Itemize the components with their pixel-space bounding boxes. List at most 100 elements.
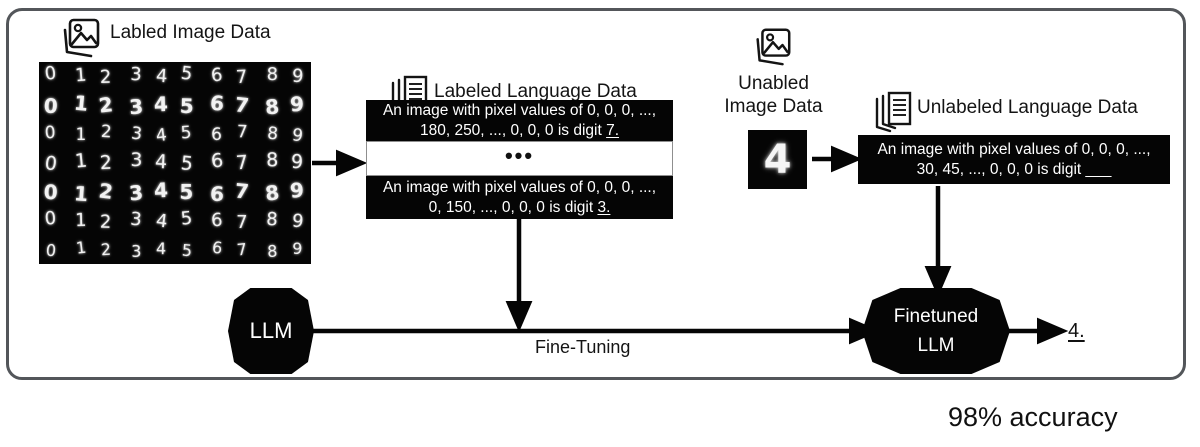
mnist-cell: 2 (98, 178, 115, 204)
mnist-digit: 1 (73, 150, 88, 174)
accuracy-text: 98% accuracy (948, 402, 1118, 432)
mnist-digit: 2 (97, 92, 115, 119)
mnist-digit: 6 (210, 209, 224, 231)
mnist-cell: 9 (292, 240, 302, 258)
mnist-digit: 5 (179, 93, 194, 119)
mnist-digit: 5 (180, 122, 193, 144)
mnist-cell: 7 (236, 67, 248, 89)
mnist-cell: 8 (265, 241, 278, 261)
mnist-cell: 5 (179, 207, 194, 230)
mnist-cell: 3 (127, 180, 145, 206)
labeled-language-caption: Labeled Language Data (434, 81, 637, 102)
mnist-digit: 7 (236, 121, 248, 142)
mnist-cell: 1 (74, 65, 88, 87)
mnist-cell: 0 (44, 122, 58, 143)
unlabeled-digit-tile: 4 (748, 130, 807, 189)
mnist-cell: 1 (74, 124, 87, 145)
mnist-digit: 0 (43, 207, 57, 230)
mnist-digit: 7 (233, 92, 251, 119)
mnist-digit: 8 (266, 123, 279, 144)
mnist-digit: 3 (131, 241, 142, 261)
mnist-cell: 9 (291, 66, 304, 88)
mnist-cell: 7 (235, 239, 248, 260)
llm-node-label: LLM (249, 317, 293, 343)
labeled-sample-ellipsis: ••• (366, 141, 673, 176)
mnist-digit: 9 (291, 151, 304, 174)
mnist-digit: 1 (72, 90, 89, 117)
mnist-digit: 8 (266, 149, 279, 172)
mnist-cell: 9 (291, 125, 304, 146)
mnist-digit: 8 (266, 208, 279, 231)
mnist-digit: 5 (179, 152, 194, 176)
mnist-cell: 0 (43, 63, 58, 86)
mnist-digit: 8 (266, 241, 278, 261)
finetuned-llm-label-line2: LLM (917, 335, 955, 356)
mnist-cell: 5 (179, 93, 196, 119)
mnist-cell: 4 (154, 124, 168, 147)
mnist-digit: 3 (130, 123, 143, 145)
mnist-cell: 6 (209, 149, 225, 174)
mnist-digit: 1 (74, 65, 88, 87)
labeled-sample-top-line2: 180, 250, ..., 0, 0, 0 is digit (419, 121, 607, 139)
finetuning-label: Fine-Tuning (535, 337, 631, 357)
mnist-digit: 3 (128, 180, 145, 206)
mnist-digit: 0 (43, 63, 58, 86)
mnist-cell: 9 (291, 151, 304, 174)
finetuned-llm-node: Finetuned LLM (862, 288, 1010, 374)
mnist-digit: 1 (75, 124, 87, 145)
mnist-cell: 9 (291, 210, 304, 232)
mnist-digit: 3 (130, 149, 143, 172)
mnist-digit: 5 (179, 207, 194, 230)
mnist-digit: 9 (289, 177, 306, 203)
mnist-cell: 1 (73, 181, 89, 207)
mnist-digit: 4 (154, 151, 168, 174)
labeled-sample-bottom-line1: An image with pixel values of 0, 0, 0, .… (382, 178, 657, 196)
mnist-cell: 9 (290, 92, 305, 117)
mnist-digit: 5 (179, 63, 194, 86)
mnist-digit: 1 (73, 181, 89, 207)
mnist-cell: 8 (263, 94, 280, 119)
mnist-cell: 7 (234, 178, 250, 203)
mnist-digit: 5 (179, 179, 194, 204)
mnist-cell: 5 (180, 122, 194, 144)
labeled-sample-bottom: An image with pixel values of 0, 0, 0, .… (366, 176, 673, 219)
mnist-cell: 8 (264, 66, 278, 85)
mnist-cell: 8 (264, 149, 279, 172)
mnist-digit: 6 (209, 149, 225, 174)
mnist-cell: 6 (210, 209, 224, 231)
mnist-digit: 4 (156, 238, 167, 258)
mnist-digit: 3 (128, 94, 145, 120)
finetuned-llm-label-line1: Finetuned (893, 305, 979, 327)
mnist-digit: 2 (99, 211, 112, 233)
unlabeled-digit-value: 4 (763, 136, 792, 183)
mnist-cell: 5 (179, 63, 194, 86)
mnist-digit: 9 (291, 66, 304, 88)
unlabeled-language-caption: Unlabeled Language Data (917, 97, 1138, 118)
mnist-cell: 2 (100, 122, 113, 143)
mnist-cell: 4 (154, 151, 168, 174)
mnist-cell: 6 (211, 237, 223, 258)
unlabeled-image-caption-line1: Unabled (738, 73, 809, 94)
mnist-digit: 7 (235, 239, 248, 260)
mnist-cell: 8 (263, 180, 281, 206)
image-stack-icon-unlabeled (756, 28, 791, 66)
mnist-cell: 8 (264, 208, 279, 231)
mnist-digit: 1 (74, 209, 87, 231)
mnist-digit: 2 (99, 152, 113, 175)
mnist-digit: 0 (43, 152, 58, 176)
mnist-digit: 4 (154, 124, 168, 147)
unlabeled-sample-line2: 30, 45, ..., 0, 0, 0 is digit (916, 160, 1086, 178)
labeled-sample-bottom-line2: 0, 150, ..., 0, 0, 0 is digit (428, 198, 598, 216)
mnist-cell: 6 (210, 65, 223, 87)
mnist-cell: 4 (154, 210, 168, 232)
labeled-sample-bottom-label: 3. (597, 198, 611, 216)
mnist-digit: 4 (153, 177, 169, 203)
mnist-digit: 1 (74, 237, 88, 258)
mnist-cell: 3 (127, 94, 145, 120)
mnist-cell: 8 (265, 123, 279, 144)
mnist-cell: 6 (210, 124, 222, 144)
mnist-cell: 7 (236, 121, 249, 143)
mnist-cell: 3 (128, 64, 142, 85)
mnist-cell: 2 (99, 211, 112, 233)
mnist-digit: 5 (180, 240, 193, 260)
